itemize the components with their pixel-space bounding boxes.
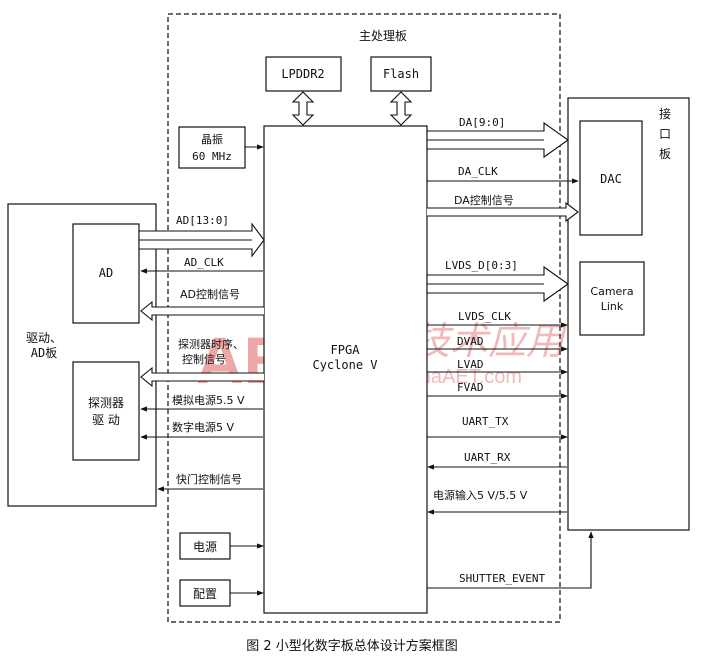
- crystal-label-1: 晶振: [201, 132, 223, 146]
- lpddr2-block: [265, 56, 342, 92]
- shutter-event-label: SHUTTER_EVENT: [459, 572, 545, 585]
- dvad-label: DVAD: [457, 335, 484, 348]
- ad-ctrl-arrow: [140, 300, 264, 322]
- uart-rx-label: UART_RX: [464, 451, 511, 464]
- shutter-event-line: [427, 531, 594, 589]
- ad-clk-label: AD_CLK: [184, 256, 224, 269]
- main-board-boundary: [167, 13, 561, 623]
- ad-ctrl-label: AD控制信号: [180, 287, 240, 301]
- fpga-label-2: Cyclone V: [312, 358, 377, 372]
- dac-block: [579, 120, 643, 236]
- detector-timing-label-2: 控制信号: [182, 352, 226, 366]
- figure-caption: 图 2 小型化数字板总体设计方案框图: [246, 638, 458, 654]
- main-board-label: 主处理板: [359, 29, 407, 43]
- detector-drive-block: [72, 361, 140, 461]
- config-block: [179, 579, 231, 607]
- flash-label: Flash: [383, 67, 419, 81]
- fpga-label-1: FPGA: [331, 343, 361, 357]
- lpddr2-label: LPDDR2: [281, 67, 324, 81]
- detector-drive-label-1: 探测器: [88, 396, 124, 410]
- da-ctrl-label: DA控制信号: [454, 193, 514, 207]
- interface-board-label-2: 口: [659, 127, 671, 141]
- drive-board-label-1: 驱动、: [26, 331, 62, 345]
- config-label: 配置: [193, 587, 217, 601]
- crystal-label-2: 60 MHz: [192, 150, 232, 163]
- uart-tx-label: UART_TX: [462, 415, 509, 428]
- power-block: [179, 532, 231, 560]
- digital-power-label: 数字电源5 V: [172, 420, 234, 434]
- lvds-clk-label: LVDS_CLK: [458, 310, 511, 323]
- power-label: 电源: [193, 540, 217, 554]
- ad-block: [72, 223, 140, 324]
- lvad-label: LVAD: [457, 358, 484, 371]
- shutter-ctrl-label: 快门控制信号: [176, 472, 242, 486]
- camera-link-label-1: Camera: [590, 285, 633, 298]
- da-clk-label: DA_CLK: [458, 165, 498, 178]
- detector-timing-arrow: [140, 366, 264, 388]
- analog-power-label: 模拟电源5.5 V: [172, 393, 245, 407]
- lpddr2-bus-arrow: [291, 91, 315, 126]
- power-input-label: 电源输入5 V/5.5 V: [433, 488, 528, 502]
- crystal-block: [178, 126, 246, 169]
- lvds-data-label: LVDS_D[0:3]: [445, 259, 518, 272]
- drive-board-label-2: AD板: [31, 346, 57, 360]
- flash-block: [370, 56, 432, 92]
- ad-label: AD: [99, 266, 113, 280]
- camera-link-block: [579, 261, 645, 336]
- detector-timing-label-1: 探测器时序、: [178, 337, 244, 351]
- interface-board-label-3: 板: [659, 147, 671, 161]
- ad-data-label: AD[13:0]: [176, 214, 229, 227]
- fpga-block: [263, 125, 428, 614]
- da-ctrl-arrow: [427, 201, 579, 223]
- flash-bus-arrow: [389, 91, 413, 126]
- fvad-label: FVAD: [457, 381, 484, 394]
- camera-link-label-2: Link: [601, 300, 624, 313]
- da-data-label: DA[9:0]: [459, 116, 505, 129]
- dac-label: DAC: [600, 172, 622, 186]
- interface-board-label-1: 接: [659, 106, 671, 121]
- detector-drive-label-2: 驱 动: [92, 413, 120, 427]
